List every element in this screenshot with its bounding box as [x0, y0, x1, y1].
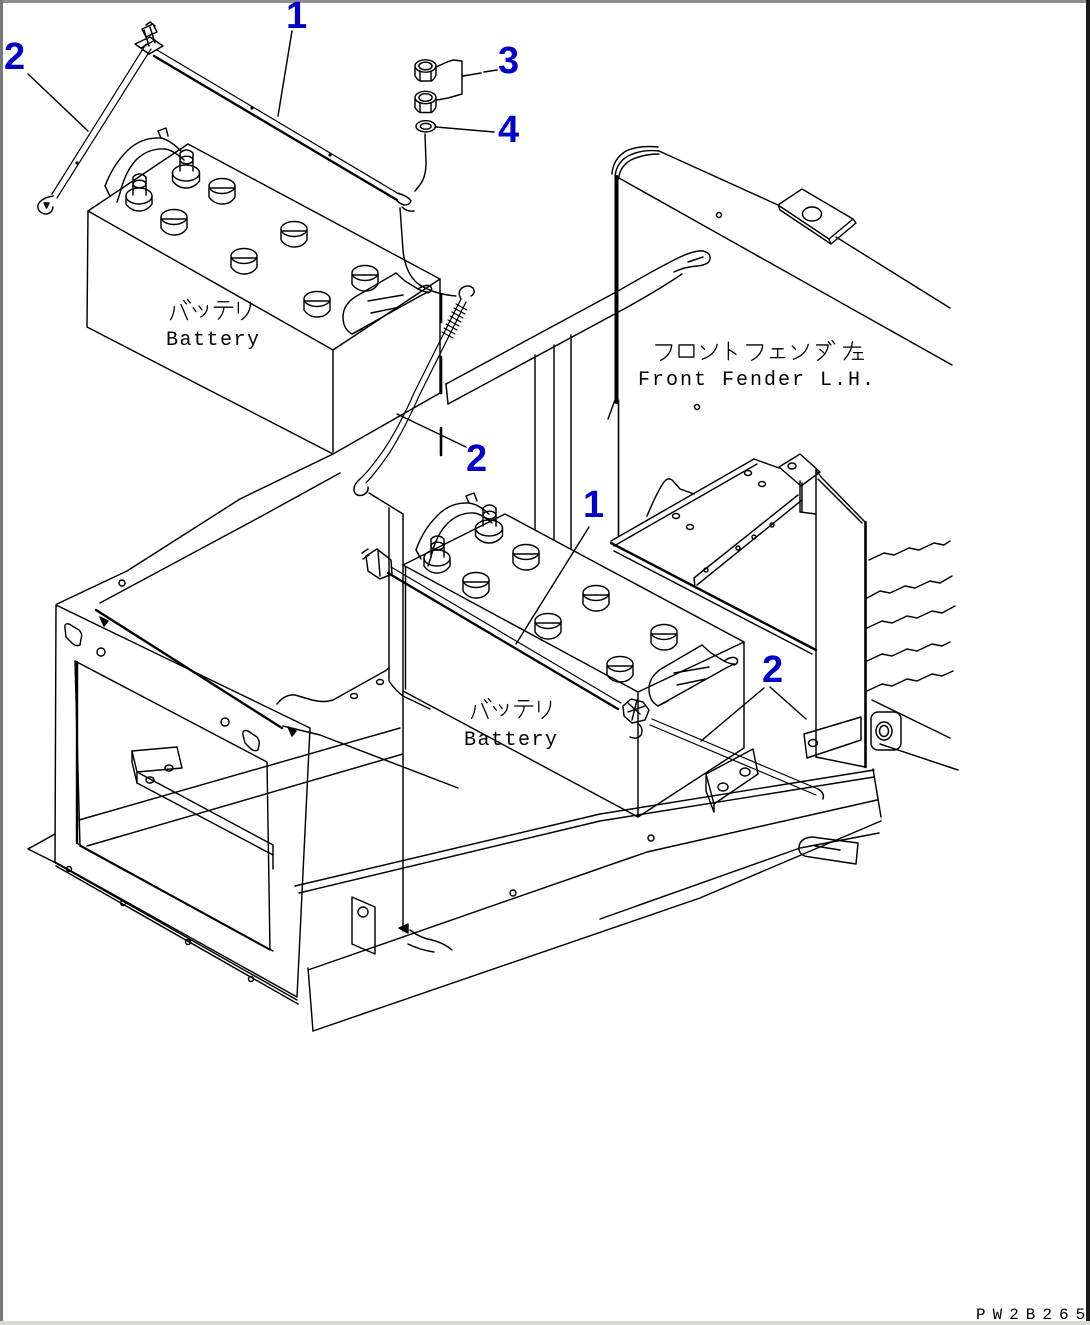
svg-text:Battery: Battery: [464, 729, 559, 752]
svg-text:2: 2: [762, 649, 783, 691]
svg-text:2: 2: [4, 36, 25, 78]
svg-text:Battery: Battery: [166, 329, 261, 352]
svg-text:PW2B265: PW2B265: [976, 1306, 1090, 1324]
svg-text:3: 3: [498, 40, 519, 82]
svg-text:2: 2: [466, 438, 487, 480]
svg-text:Front Fender L.H.: Front Fender L.H.: [638, 369, 876, 392]
svg-text:4: 4: [498, 109, 519, 151]
svg-text:1: 1: [286, 0, 307, 37]
svg-text:1: 1: [583, 484, 604, 526]
